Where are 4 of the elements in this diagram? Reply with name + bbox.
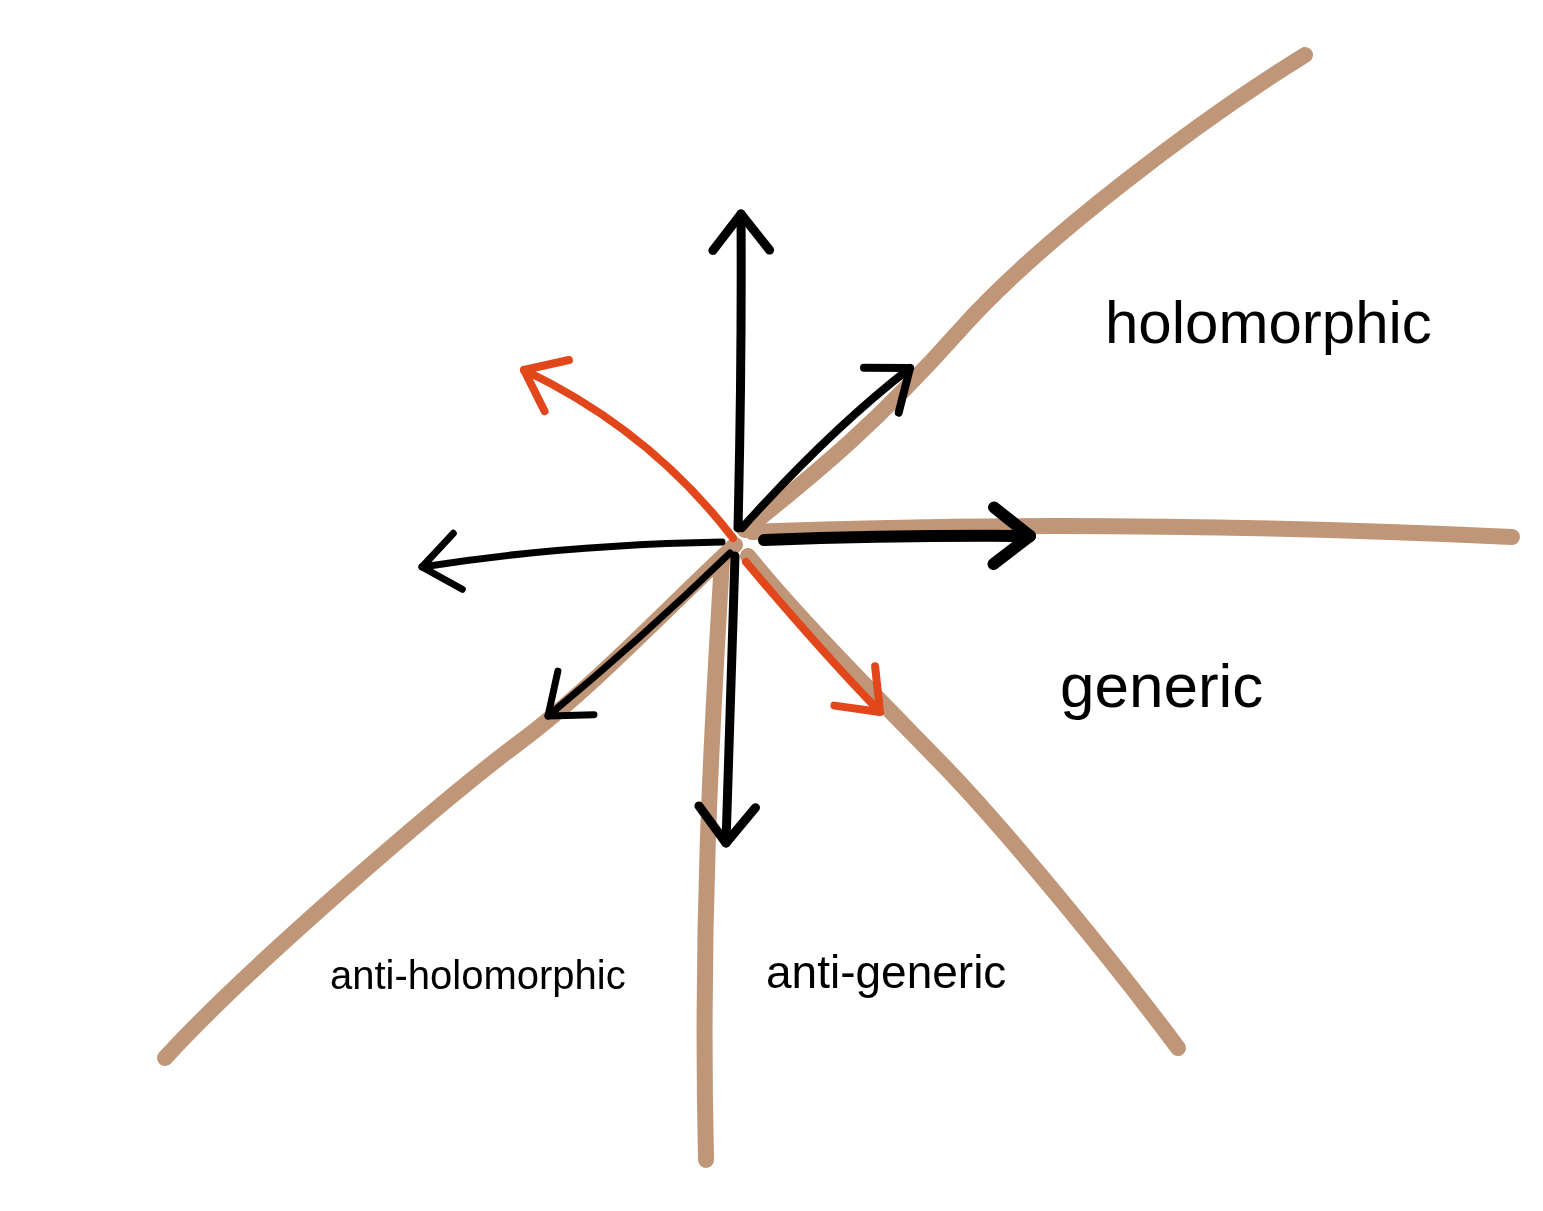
region-label: anti-holomorphic (330, 952, 626, 998)
region-label: holomorphic (1105, 288, 1432, 357)
region-label: generic (1060, 650, 1264, 722)
region-label: anti-generic (766, 946, 1007, 999)
